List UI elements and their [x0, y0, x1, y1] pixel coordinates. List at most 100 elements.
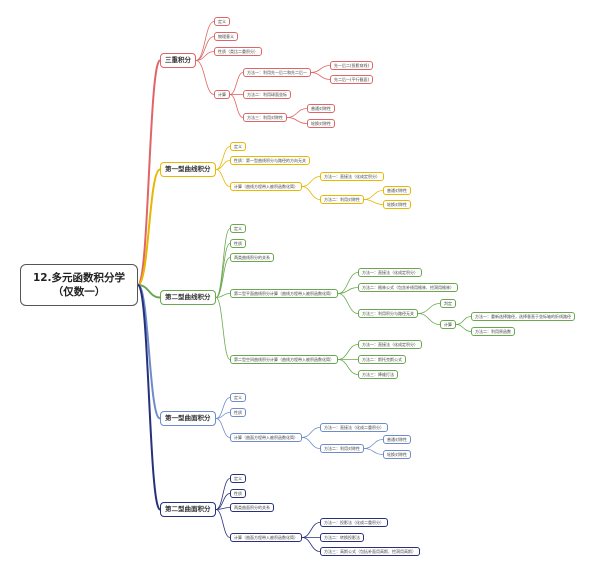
node-line2-planar-method-3[interactable]: 方法三：利用积分与路径无关 — [358, 309, 418, 318]
node-triple-definition[interactable]: 定义 — [214, 17, 230, 26]
connector-0-3-0-1 — [310, 72, 331, 80]
branch-node-triple-integral[interactable]: 三重积分 — [160, 53, 196, 68]
node-triple-method-1-a[interactable]: 先一后二(投影穿线) — [330, 61, 374, 70]
connector-3-0 — [215, 397, 231, 419]
node-surface1-definition[interactable]: 定义 — [230, 393, 246, 402]
connector-2-4-2 — [337, 359, 359, 375]
node-line2-planar-method-1[interactable]: 方法一：直接法（化成定积分） — [358, 268, 422, 277]
node-line1-property[interactable]: 性质：第一型曲线积分与路径的方向无关 — [230, 156, 310, 165]
node-line1-definition[interactable]: 定义 — [230, 142, 246, 151]
node-line1-symmetry-rotation[interactable]: 轮换对称性 — [383, 200, 411, 209]
node-line1-method-2[interactable]: 方法二：利用对称性 — [320, 195, 364, 204]
connector-2-4-0 — [337, 344, 359, 360]
node-surface1-computation[interactable]: 计算（曲面方程带入被积函数化简） — [230, 433, 302, 442]
node-triple-method-1-b[interactable]: 先二后一(平行截面) — [330, 75, 374, 84]
connector-2-3-2 — [337, 293, 359, 314]
connector-2-0 — [215, 228, 231, 298]
node-surface2-method-3[interactable]: 方法三：高斯公式（包括补面用高斯、挖洞用高斯） — [320, 547, 420, 556]
connector-1-2 — [215, 169, 231, 187]
connector-1 — [137, 168, 161, 286]
node-line2-planar-method-2[interactable]: 方法二：格林公式（包含补线用格林、挖洞用格林） — [358, 283, 458, 292]
connector-2-1 — [215, 243, 231, 298]
connector-0-3-0-0 — [310, 65, 331, 73]
node-line2-planar-computation[interactable]: 第二型平面曲线积分计算（曲线方程带入被积函数化简） — [230, 289, 338, 298]
connector-2-4 — [215, 297, 231, 360]
branch-node-line-integral-2[interactable]: 第二型曲线积分 — [160, 290, 216, 305]
connector-4-3-2 — [301, 537, 321, 552]
connector-0-3 — [195, 60, 215, 95]
connector-4-3 — [215, 509, 231, 538]
connector-1-1 — [215, 160, 231, 170]
connector-3-1 — [215, 412, 231, 419]
node-surface2-method-1[interactable]: 方法一：投影法（化成二重积分） — [320, 518, 388, 527]
node-surface2-relation[interactable]: 两类曲面积分的关系 — [230, 503, 274, 512]
connector-3-2-0 — [301, 427, 321, 438]
node-line2-spatial-method-2[interactable]: 方法二：斯托克斯公式 — [358, 355, 406, 364]
node-surface1-method-2[interactable]: 方法二：利用对称性 — [320, 444, 364, 453]
node-line2-path-method-2[interactable]: 方法二：利用原函数 — [471, 327, 515, 336]
connector-2-3-2-1-1 — [455, 324, 472, 332]
connector-2-2 — [215, 257, 231, 298]
root-node[interactable]: 12.多元函数积分学（仅数一） — [20, 264, 138, 306]
root-node-label: 12.多元函数积分学（仅数一） — [32, 272, 126, 298]
node-line2-path-computation[interactable]: 计算 — [440, 320, 456, 329]
node-triple-properties[interactable]: 性质（类比二重积分） — [214, 47, 262, 56]
connector-2-3-2-0 — [417, 303, 441, 314]
node-triple-method-2[interactable]: 方法二：利用球面坐标 — [243, 90, 291, 99]
connector-2-3 — [215, 293, 231, 298]
connector-0-3-2-0 — [286, 108, 308, 118]
node-line1-method-1[interactable]: 方法一：直接法（化成定积分） — [320, 172, 384, 181]
node-line2-relation[interactable]: 两类曲线积分的关系 — [230, 253, 274, 262]
node-line2-path-method-1[interactable]: 方法一：重新选择路径，选择垂直于坐标轴的折线路径 — [471, 312, 575, 321]
node-surface2-computation[interactable]: 计算（曲面方程带入被积函数化简） — [230, 533, 302, 542]
connector-3-2-1 — [301, 437, 321, 449]
branch-node-surface-integral-2[interactable]: 第二型曲面积分 — [160, 502, 216, 517]
connector-0-3-0 — [229, 72, 244, 95]
node-line2-spatial-method-3[interactable]: 方法三：降维打法 — [358, 370, 398, 379]
connector-3-2 — [215, 418, 231, 438]
node-line2-property[interactable]: 性质 — [230, 239, 246, 248]
node-surface1-symmetry-normal[interactable]: 普通对称性 — [383, 435, 411, 444]
connector-1-0 — [215, 146, 231, 170]
connector-2-3-2-1 — [417, 313, 441, 325]
node-surface1-method-1[interactable]: 方法一：直接法（化成二重积分） — [320, 423, 388, 432]
connector-0-3-2 — [229, 94, 244, 118]
node-line1-symmetry-normal[interactable]: 普通对称性 — [383, 186, 411, 195]
node-line2-definition[interactable]: 定义 — [230, 224, 246, 233]
node-triple-method-3[interactable]: 方法三：利用对称性 — [243, 113, 287, 122]
connector-4-1 — [215, 493, 231, 510]
node-line1-computation[interactable]: 计算（曲线方程带入被积函数化简） — [230, 182, 302, 191]
connector-3-2-1-0 — [363, 439, 384, 449]
connector-0-3-2-1 — [286, 117, 308, 124]
node-line2-spatial-method-1[interactable]: 方法一：直接法（化成定积分） — [358, 340, 422, 349]
node-surface2-definition[interactable]: 定义 — [230, 474, 246, 483]
connector-1-2-0 — [301, 176, 321, 187]
node-triple-computation[interactable]: 计算 — [214, 90, 230, 99]
connector-4 — [137, 284, 161, 511]
node-line2-path-criterion[interactable]: 判定 — [440, 299, 456, 308]
node-surface1-property[interactable]: 性质 — [230, 408, 246, 417]
node-triple-symmetry-rotation[interactable]: 轮换对称性 — [307, 119, 335, 128]
connector-1-2-1-1 — [363, 199, 384, 205]
connector-0-0 — [195, 21, 215, 61]
connector-2-3-0 — [337, 272, 359, 294]
connector-0-2 — [195, 51, 215, 61]
connector-0-1 — [195, 36, 215, 61]
connector-2-3-1 — [337, 287, 359, 294]
connector-3-2-1-1 — [363, 448, 384, 455]
node-line2-spatial-computation[interactable]: 第二型空间曲线积分计算（曲线方程带入被积函数化简） — [230, 355, 338, 364]
node-triple-physical-meaning[interactable]: 物理意义 — [214, 32, 238, 41]
branch-node-surface-integral-1[interactable]: 第一型曲面积分 — [160, 411, 216, 426]
connector-1-2-1-0 — [363, 190, 384, 200]
node-surface1-symmetry-rotation[interactable]: 轮换对称性 — [383, 450, 411, 459]
branch-node-line-integral-1[interactable]: 第一型曲线积分 — [160, 162, 216, 177]
node-triple-symmetry-normal[interactable]: 普通对称性 — [307, 104, 335, 113]
connector-4-2 — [215, 507, 231, 510]
node-surface2-property[interactable]: 性质 — [230, 489, 246, 498]
connector-0 — [137, 59, 161, 286]
node-surface2-method-2[interactable]: 方法二：转换投影法 — [320, 533, 364, 542]
connector-2-3-2-1-0 — [455, 316, 472, 325]
node-triple-method-1[interactable]: 方法一：利用先一后二和先二后一 — [243, 68, 311, 77]
